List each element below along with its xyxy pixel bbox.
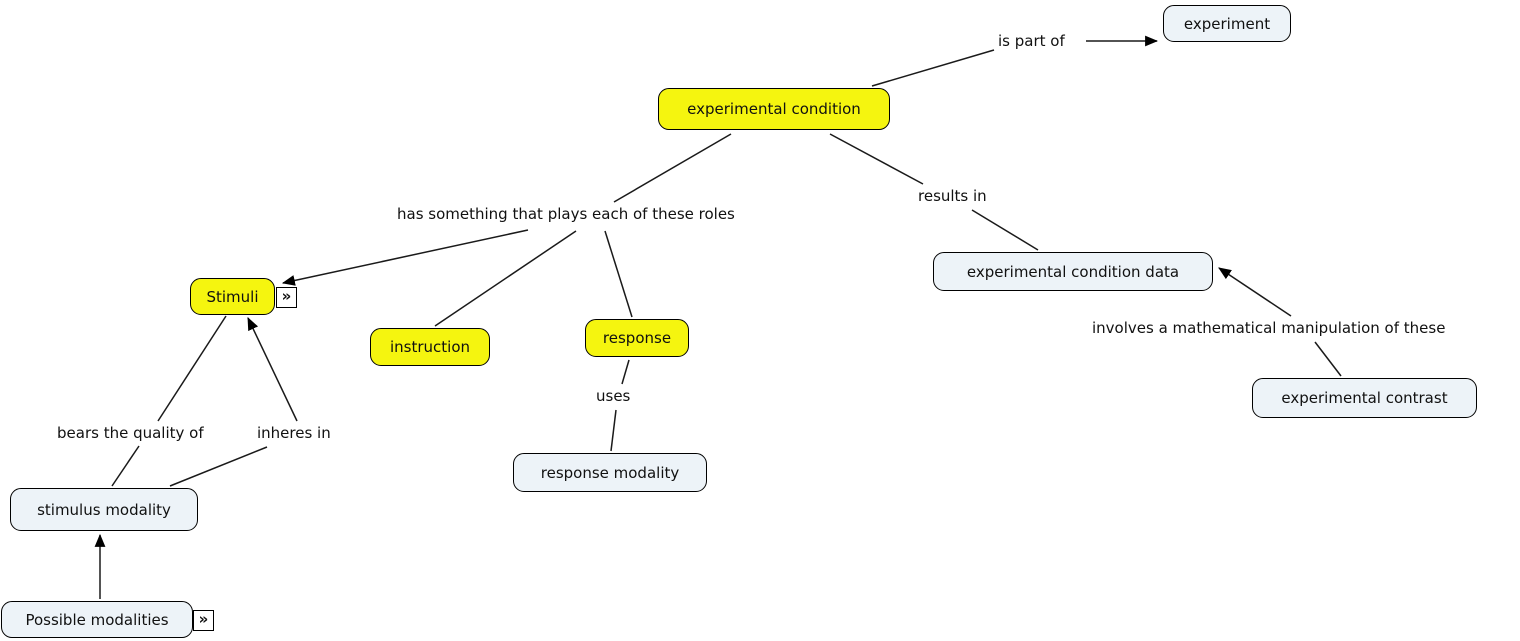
node-response-modality[interactable]: response modality	[513, 453, 707, 492]
edge-uses-to-response-modality[interactable]	[610, 409, 617, 452]
edge-label-has-roles[interactable]: has something that plays each of these r…	[397, 205, 735, 223]
node-experimental-condition-data[interactable]: experimental condition data	[933, 252, 1213, 291]
node-response[interactable]: response	[585, 319, 689, 357]
chevron-glyph: »	[281, 287, 292, 305]
edge-stimulus-modality-to-inheres-in[interactable]	[169, 446, 268, 487]
node-label: experiment	[1183, 14, 1271, 33]
edge-label-uses[interactable]: uses	[596, 387, 631, 405]
edge-condition-to-results-in[interactable]	[829, 133, 924, 185]
edge-results-in-to-condition-data[interactable]	[971, 209, 1039, 251]
node-label: experimental condition data	[966, 262, 1180, 281]
edge-bears-quality-to-stimuli[interactable]	[157, 315, 227, 422]
edge-response-to-uses[interactable]	[621, 359, 630, 385]
node-label: experimental condition	[687, 100, 861, 118]
edge-has-roles-to-instruction[interactable]	[434, 230, 577, 327]
edge-label-results-in[interactable]: results in	[918, 187, 987, 205]
node-label: instruction	[389, 338, 471, 356]
edge-condition-to-has-roles[interactable]	[613, 133, 732, 203]
node-label: response	[602, 329, 672, 347]
edge-label-bears-quality[interactable]: bears the quality of	[57, 424, 204, 442]
node-experimental-contrast[interactable]: experimental contrast	[1252, 378, 1477, 418]
edge-stimulus-modality-to-bears-quality[interactable]	[111, 445, 140, 487]
node-label: response modality	[540, 463, 680, 482]
node-label: Stimuli	[206, 287, 259, 306]
node-experimental-condition[interactable]: experimental condition	[658, 88, 890, 130]
node-label: Possible modalities	[25, 610, 169, 629]
edge-has-roles-to-response[interactable]	[604, 230, 633, 318]
node-stimuli[interactable]: Stimuli	[190, 278, 275, 315]
edge-condition-to-is-part-of[interactable]	[871, 49, 995, 87]
edge-involves-to-condition-data[interactable]	[1218, 267, 1292, 317]
possible-modalities-chevron-annotation-icon[interactable]: »	[193, 610, 214, 631]
stimuli-chevron-annotation-icon[interactable]: »	[276, 287, 297, 308]
node-possible-modalities[interactable]: Possible modalities	[1, 601, 193, 638]
node-stimulus-modality[interactable]: stimulus modality	[10, 488, 198, 531]
edge-label-involves[interactable]: involves a mathematical manipulation of …	[1092, 319, 1446, 337]
node-instruction[interactable]: instruction	[370, 328, 490, 366]
edge-contrast-to-involves[interactable]	[1314, 341, 1342, 377]
edge-label-is-part-of[interactable]: is part of	[998, 32, 1065, 50]
edge-inheres-in-to-stimuli[interactable]	[247, 317, 298, 422]
chevron-glyph: »	[198, 610, 209, 628]
node-label: stimulus modality	[37, 500, 171, 519]
edge-has-roles-to-stimuli[interactable]	[281, 229, 529, 286]
edge-label-inheres-in[interactable]: inheres in	[257, 424, 331, 442]
node-label: experimental contrast	[1281, 389, 1448, 407]
node-experiment[interactable]: experiment	[1163, 5, 1291, 42]
